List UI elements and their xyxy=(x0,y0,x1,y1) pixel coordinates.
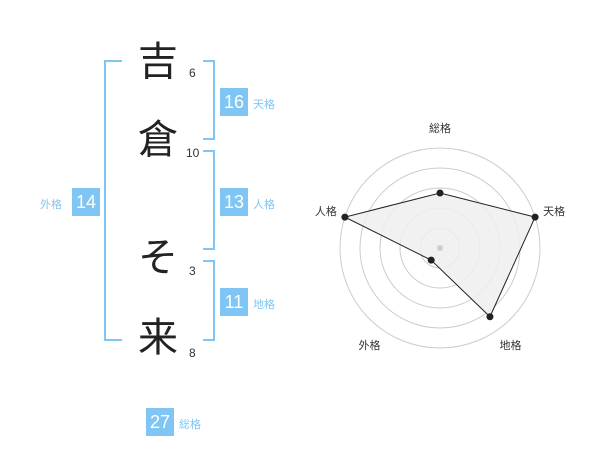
soukaku-score: 27 xyxy=(146,408,174,436)
gaikaku-bracket xyxy=(104,60,122,341)
tenkaku-bracket xyxy=(203,60,215,140)
jinkaku-bracket xyxy=(203,150,215,250)
radar-polygon xyxy=(343,192,536,318)
stroke-count-3: 3 xyxy=(189,264,196,278)
name-char-3: そ xyxy=(138,235,178,281)
stroke-count-2: 10 xyxy=(186,146,200,160)
chikaku-label: 地格 xyxy=(253,298,275,311)
radar-point-1 xyxy=(531,213,539,221)
radar-point-4 xyxy=(341,213,349,221)
gaikaku-score: 14 xyxy=(72,188,100,216)
jinkaku-score: 13 xyxy=(220,188,248,216)
chikaku-score: 11 xyxy=(220,288,248,316)
gaikaku-label: 外格 xyxy=(40,198,62,211)
jinkaku-label: 人格 xyxy=(253,198,275,211)
radar-axis-label-0: 総格 xyxy=(429,121,451,135)
radar-axis-label-2: 地格 xyxy=(500,338,522,352)
radar-axis-label-4: 人格 xyxy=(315,204,337,218)
stroke-count-4: 8 xyxy=(189,346,196,360)
radar-ring-5 xyxy=(339,147,541,349)
tenkaku-label: 天格 xyxy=(253,98,275,111)
radar-axis-label-1: 天格 xyxy=(543,204,565,218)
name-char-2: 倉 xyxy=(138,117,178,163)
radar-center-dot xyxy=(437,245,443,251)
soukaku-label: 総格 xyxy=(179,418,201,431)
radar-point-3 xyxy=(427,256,435,264)
tenkaku-score: 16 xyxy=(220,88,248,116)
radar-point-0 xyxy=(436,189,444,197)
chikaku-bracket xyxy=(203,260,215,341)
name-char-1: 吉 xyxy=(138,39,178,85)
radar-axis-label-3: 外格 xyxy=(358,338,380,352)
name-char-4: 来 xyxy=(138,315,178,361)
stroke-count-1: 6 xyxy=(189,66,196,80)
radar-point-2 xyxy=(486,313,494,321)
